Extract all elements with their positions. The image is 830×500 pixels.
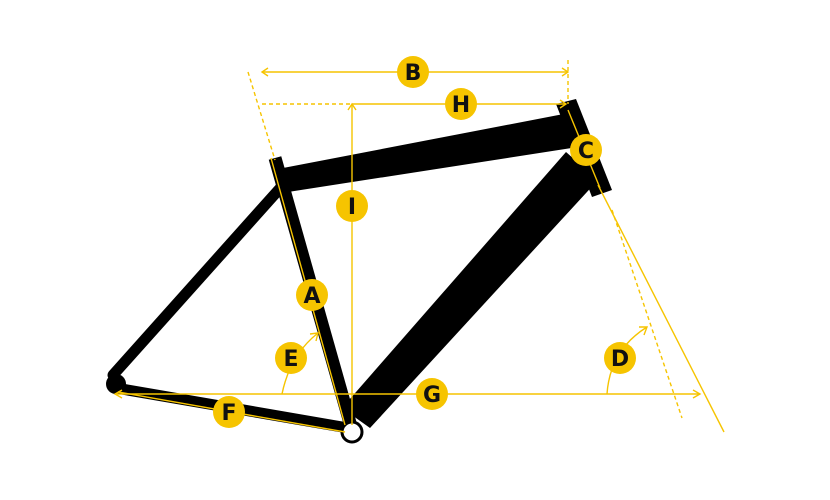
marker-h-label: H xyxy=(452,93,470,118)
arrowhead-b-right xyxy=(561,67,570,77)
seat-stay xyxy=(107,179,289,381)
marker-c: C xyxy=(570,134,602,166)
marker-e-label: E xyxy=(283,347,298,372)
marker-i: I xyxy=(336,190,368,222)
marker-e: E xyxy=(275,342,307,374)
arrowhead-i-top xyxy=(347,102,357,111)
marker-b: B xyxy=(397,56,429,88)
steering-axis-extension xyxy=(611,209,683,419)
steering-axis-line xyxy=(597,184,725,433)
arrowhead-h-right xyxy=(559,99,568,109)
marker-a-label: A xyxy=(303,284,320,309)
top-tube xyxy=(283,112,578,192)
arrowhead-g-right xyxy=(692,389,702,399)
arrowhead-e xyxy=(309,332,319,342)
bike-frame xyxy=(106,99,612,444)
extension-line-b-left xyxy=(247,71,276,161)
marker-d: D xyxy=(604,342,636,374)
arrowhead-g-left xyxy=(113,389,123,399)
marker-h: H xyxy=(445,88,477,120)
marker-b-label: B xyxy=(405,61,422,86)
marker-c-label: C xyxy=(578,139,594,164)
marker-f: F xyxy=(213,396,245,428)
arrowhead-d xyxy=(639,326,649,336)
marker-g: G xyxy=(416,378,448,410)
rear-dropout xyxy=(106,374,126,394)
marker-f-label: F xyxy=(221,401,236,426)
marker-a: A xyxy=(296,279,328,311)
down-tube xyxy=(342,152,598,428)
marker-g-label: G xyxy=(423,383,441,408)
measurement-lines xyxy=(113,60,725,433)
arrowhead-b-left xyxy=(260,67,269,77)
marker-i-label: I xyxy=(348,195,356,220)
marker-d-label: D xyxy=(611,347,629,372)
